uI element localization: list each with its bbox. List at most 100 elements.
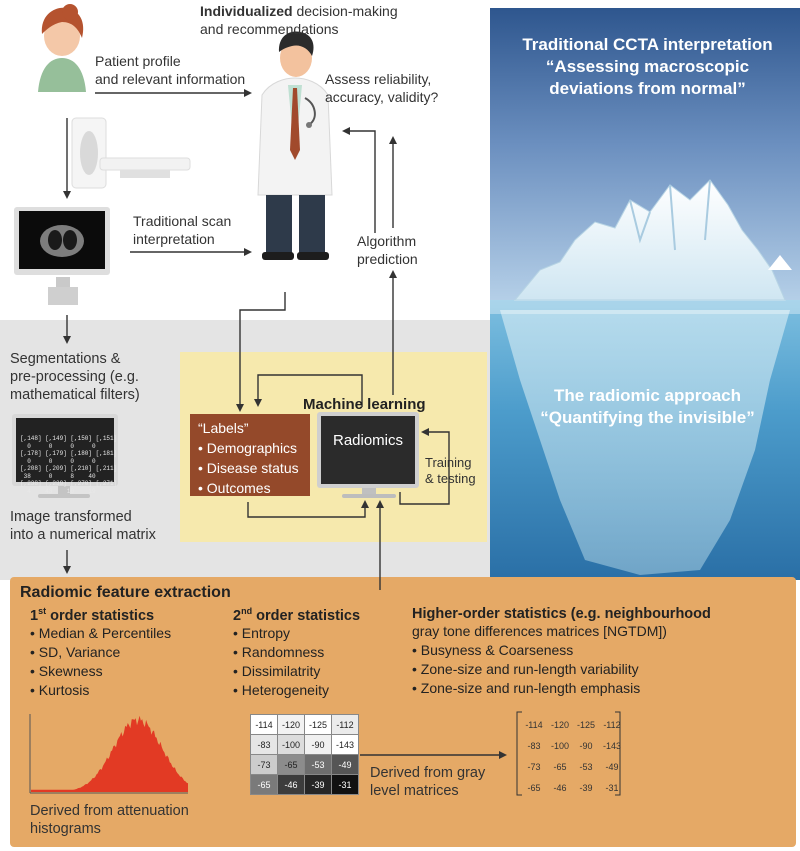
gray-matrix-cell: -39	[304, 774, 332, 795]
gray-matrix-cell: -49	[331, 754, 359, 775]
gray-matrix-row: -83-100-90-143	[250, 734, 359, 755]
traditional-scan-line2: interpretation	[133, 231, 215, 247]
gray-caption-line1: Derived from gray	[370, 765, 486, 781]
gray-matrix-cell: -90	[304, 734, 332, 755]
iceberg-top-caption: Traditional CCTA interpretation “Assessi…	[500, 34, 795, 100]
higher-order-list: • Busyness & Coarseness • Zone-size and …	[412, 641, 711, 698]
higher-order-subtitle: gray tone differences matrices [NGTDM])	[412, 623, 667, 639]
labels-item-disease-status: • Disease status	[198, 460, 299, 476]
scan-monitor-illustration	[14, 207, 110, 305]
second-order-list: • Entropy • Randomness • Dissimilatrity …	[233, 624, 360, 700]
second-order-prefix: 2	[233, 607, 242, 624]
bracket-matrix-cell: -39	[579, 782, 593, 793]
labels-item-demographics: • Demographics	[198, 440, 298, 456]
histogram-caption: Derived from attenuation histograms	[30, 802, 189, 838]
machine-learning-title: Machine learning	[303, 396, 426, 413]
second-order-suffix: order statistics	[252, 607, 361, 624]
individualized-caption: Individualized decision-making and recom…	[200, 2, 398, 38]
higher-order-title: Higher-order statistics (e.g. neighbourh…	[412, 606, 711, 622]
histogram-caption-line2: histograms	[30, 821, 101, 837]
training-line2: & testing	[425, 471, 476, 486]
gray-matrix-row: -65-46-39-31	[250, 774, 359, 795]
iceberg-top-quote-line2: deviations from normal”	[549, 79, 746, 98]
gray-matrix-cell: -100	[277, 734, 305, 755]
bracket-matrix-cell: -49	[605, 761, 619, 772]
bracket-matrix-row: -83-100-90-143	[521, 735, 625, 756]
numerical-matrix-row: 0 0 0 0	[20, 457, 96, 465]
gray-matrix-cell: -112	[331, 714, 359, 735]
gray-matrix-cell: -114	[250, 714, 278, 735]
individualized-rest: decision-making	[292, 3, 398, 19]
segment-line2: pre-processing (e.g.	[10, 369, 139, 385]
bracket-matrix: -114-120-125-112-83-100-90-143-73-65-53-…	[521, 714, 625, 798]
bracket-matrix-cell: -143	[602, 740, 621, 751]
radiomics-label: Radiomics	[332, 432, 404, 449]
numerical-matrix-rows: [,148] [,149] [,150] [,151] 0 0 0 0[,178…	[20, 435, 118, 495]
higher-order-item: • Zone-size and run-length emphasis	[412, 680, 641, 696]
gray-matrix-cell: -46	[277, 774, 305, 795]
gray-caption: Derived from gray level matrices	[370, 764, 485, 800]
patient-profile-caption: Patient profile and relevant information	[95, 52, 245, 88]
gray-matrix-cell: -125	[304, 714, 332, 735]
second-order-item: • Entropy	[233, 624, 291, 641]
iceberg-top-title: Traditional CCTA interpretation	[522, 35, 773, 54]
bracket-matrix-cell: -125	[576, 719, 595, 730]
labels-item-outcomes: • Outcomes	[198, 480, 271, 496]
second-order-item: • Dissimilatrity	[233, 662, 321, 679]
bracket-matrix-cell: -112	[603, 719, 621, 730]
gray-matrix-cell: -31	[331, 774, 359, 795]
bracket-matrix-cell: -83	[527, 740, 541, 751]
first-order-suffix: order statistics	[46, 607, 155, 624]
feature-extraction-panel	[10, 577, 796, 847]
ct-scanner-illustration	[71, 117, 191, 189]
higher-order-section: Higher-order statistics (e.g. neighbourh…	[412, 606, 711, 698]
bracket-matrix-cell: -90	[579, 740, 593, 751]
transformed-caption: Image transformed into a numerical matri…	[10, 508, 156, 544]
doctor-illustration	[257, 31, 333, 260]
bracket-matrix-cell: -65	[527, 782, 541, 793]
bracket-matrix-row: -114-120-125-112	[521, 714, 625, 735]
bracket-matrix-cell: -46	[553, 782, 567, 793]
assess-line2: accuracy, validity?	[325, 89, 439, 105]
iceberg-illustration	[490, 8, 800, 580]
labels-box: “Labels” • Demographics • Disease status…	[190, 414, 310, 496]
traditional-scan-caption: Traditional scan interpretation	[133, 212, 231, 248]
assess-line1: Assess reliability,	[325, 71, 432, 87]
first-order-item: • Kurtosis	[30, 681, 90, 698]
patient-profile-line2: and relevant information	[95, 71, 246, 87]
gray-matrix-cell: -65	[250, 774, 278, 795]
segment-line1: Segmentations &	[10, 351, 121, 367]
numerical-matrix-row: [,148] [,149] [,150] [,151]	[20, 435, 118, 442]
first-order-item: • Median & Percentiles	[30, 624, 172, 641]
second-order-title: 2nd order statistics	[233, 606, 360, 624]
training-line1: Training	[425, 455, 472, 470]
bracket-matrix-cell: -114	[525, 719, 543, 730]
labels-title: “Labels”	[198, 420, 249, 436]
gray-matrix-row: -73-65-53-49	[250, 754, 359, 775]
numerical-matrix-row: [,178] [,179] [,180] [,181]	[20, 450, 118, 457]
patient-profile-line1: Patient profile	[95, 53, 181, 69]
iceberg-bottom-title: The radiomic approach	[553, 386, 742, 405]
segment-line3: mathematical filters)	[10, 387, 140, 403]
bracket-matrix-table: -114-120-125-112-83-100-90-143-73-65-53-…	[521, 714, 625, 798]
second-order-item: • Heterogeneity	[233, 681, 329, 698]
bracket-matrix-brackets	[516, 711, 621, 796]
bracket-matrix-cell: -73	[527, 761, 541, 772]
numerical-matrix-row: [,208] [,209] [,210] [,211]	[20, 465, 118, 472]
patient-illustration	[38, 4, 86, 92]
assess-caption: Assess reliability, accuracy, validity?	[325, 70, 438, 106]
iceberg-bottom-quote: “Quantifying the invisible”	[540, 408, 755, 427]
bracket-matrix-row: -65 -46 -39 -31	[521, 777, 625, 798]
first-order-title: 1st order statistics	[30, 606, 171, 624]
flow-arrows	[63, 89, 507, 759]
second-order-item: • Randomness	[233, 643, 325, 660]
traditional-scan-line1: Traditional scan	[133, 213, 232, 229]
first-order-prefix: 1	[30, 607, 39, 624]
first-order-item: • Skewness	[30, 662, 103, 679]
gray-matrix-cell: -53	[304, 754, 332, 775]
algorithm-line2: prediction	[357, 251, 418, 267]
numerical-matrix-screen: [,148] [,149] [,150] [,151] 0 0 0 0[,178…	[16, 418, 117, 495]
algorithm-caption: Algorithm prediction	[357, 232, 418, 268]
bracket-matrix-cell: -31	[605, 782, 619, 793]
